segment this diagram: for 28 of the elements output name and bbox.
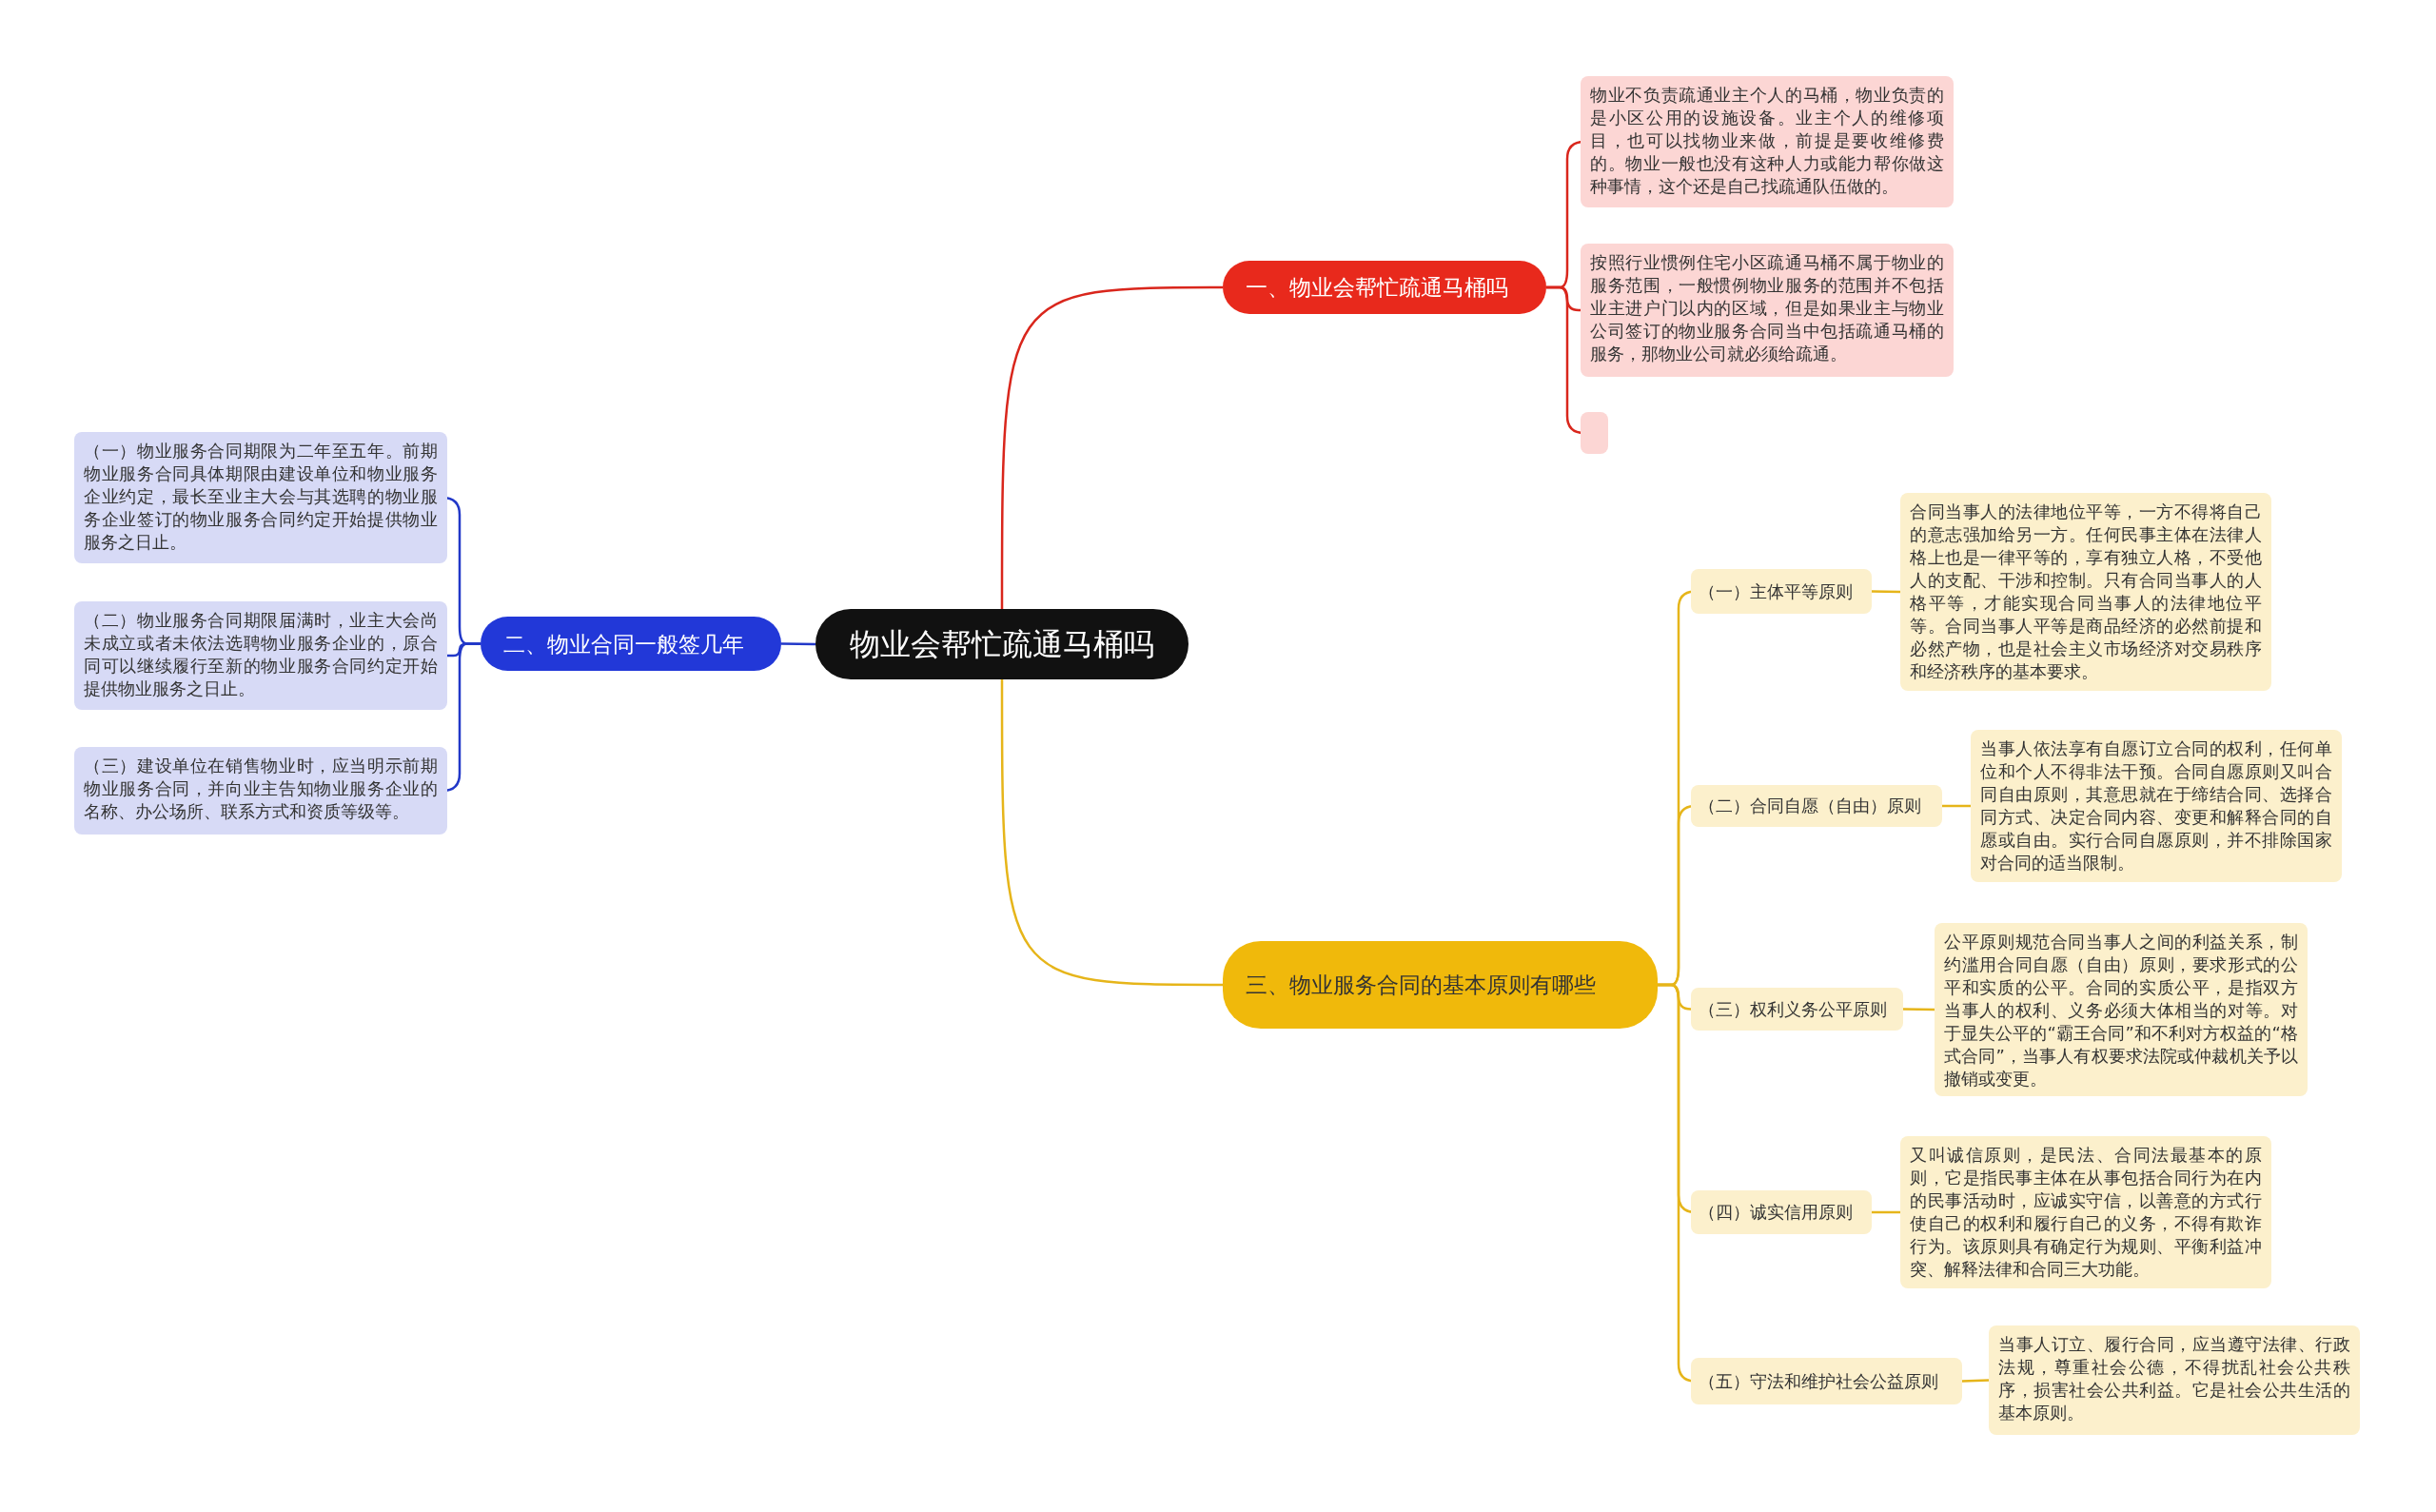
- connector-line: [1000, 285, 1223, 609]
- connector-line: [1000, 679, 1223, 987]
- text-card: 按照行业惯例住宅小区疏通马桶不属于物业的服务范围，一般惯例物业服务的范围并不包括业主进户门以内的区域，但是如果业主与物业公司签订的物业服务合同当中包括疏通马桶的服务，那物业公司就必须给疏通。: [1581, 244, 1954, 377]
- subtopic-box: （三）权利义务公平原则: [1691, 988, 1903, 1031]
- text-card: （三）建设单位在销售物业时，应当明示前期物业服务合同，并向业主告知物业服务企业的名称、办公场所、联系方式和资质等级等。: [74, 747, 447, 835]
- subtopic-box: （四）诚实信用原则: [1691, 1190, 1872, 1234]
- subtopic-box: （一）主体平等原则: [1691, 569, 1872, 614]
- central-topic: 物业会帮忙疏通马桶吗: [815, 609, 1189, 679]
- connector-line: [1903, 1008, 1935, 1011]
- subtopic-box: （五）守法和维护社会公益原则: [1691, 1358, 1962, 1404]
- topic-box: 三、物业服务合同的基本原则有哪些: [1223, 941, 1658, 1029]
- text-card: （二）物业服务合同期限届满时，业主大会尚未成立或者未依法选聘物业服务企业的，原合同可以继续履行至新的物业服务合同约定开始提供物业服务之日止。: [74, 601, 447, 710]
- connector-line: [1961, 1379, 1990, 1383]
- text-card: 又叫诚信原则，是民法、合同法最基本的原则，它是指民事主体在从事包括合同行为在内的民事活动时，应诚实守信，以善意的方式行使自己的权利和履行自己的义务，不得有欺诈行为。该原则具有确定行为规则、平衡利益冲突、解释法律和合同三大功能。: [1900, 1136, 2271, 1288]
- text-card: （一）物业服务合同期限为二年至五年。前期物业服务合同具体期限由建设单位和物业服务企业约定，最长至业主大会与其选聘的物业服务企业签订的物业服务合同约定开始提供物业服务之日止。: [74, 432, 447, 563]
- text-card: 物业不负责疏通业主个人的马桶，物业负责的是小区公用的设施设备。业主个人的维修项目，也可以找物业来做，前提是要收维修费的。物业一般也没有这种人力或能力帮你做这种事情，这个还是自己找疏通队伍做的。: [1581, 76, 1954, 207]
- subtopic-box: （二）合同自愿（自由）原则: [1691, 785, 1942, 827]
- text-card: 当事人依法享有自愿订立合同的权利，任何单位和个人不得非法干预。合同自愿原则又叫合同自由原则，其意思就在于缔结合同、选择合同方式、决定合同内容、变更和解释合同的自愿或自由。实行合同自愿原则，并不排除国家对合同的适当限制。: [1971, 730, 2342, 882]
- text-card: 公平原则规范合同当事人之间的利益关系，制约滥用合同自愿（自由）原则，要求形式的公平和实质的公平。合同的实质公平，是指双方当事人的权利、义务必须大体相当的对等。对于显失公平的“霸王合同”和不利对方权益的“格式合同”，当事人有权要求法院或仲裁机关予以撤销或变更。: [1935, 923, 2308, 1096]
- text-card: 当事人订立、履行合同，应当遵守法律、行政法规，尊重社会公德，不得扰乱社会公共秩序，损害社会公共利益。它是社会公共生活的基本原则。: [1989, 1325, 2360, 1435]
- text-card: 合同当事人的法律地位平等，一方不得将自己的意志强加给另一方。任何民事主体在法律人格上也是一律平等的，享有独立人格，不受他人的支配、干涉和控制。只有合同当事人的人格平等，才能实现合同当事人的法律地位平等。合同当事人平等是商品经济的必然前提和必然产物，也是社会主义市场经济对交易秩序和经济秩序的基本要求。: [1900, 493, 2271, 691]
- empty-card: [1581, 412, 1608, 454]
- connector-line: [1872, 1210, 1900, 1214]
- connector-line: [781, 642, 815, 646]
- topic-box: 二、物业合同一般签几年: [481, 617, 781, 671]
- topic-box: 一、物业会帮忙疏通马桶吗: [1223, 261, 1546, 314]
- connector-line: [1942, 804, 1971, 808]
- connector-line: [1871, 590, 1901, 594]
